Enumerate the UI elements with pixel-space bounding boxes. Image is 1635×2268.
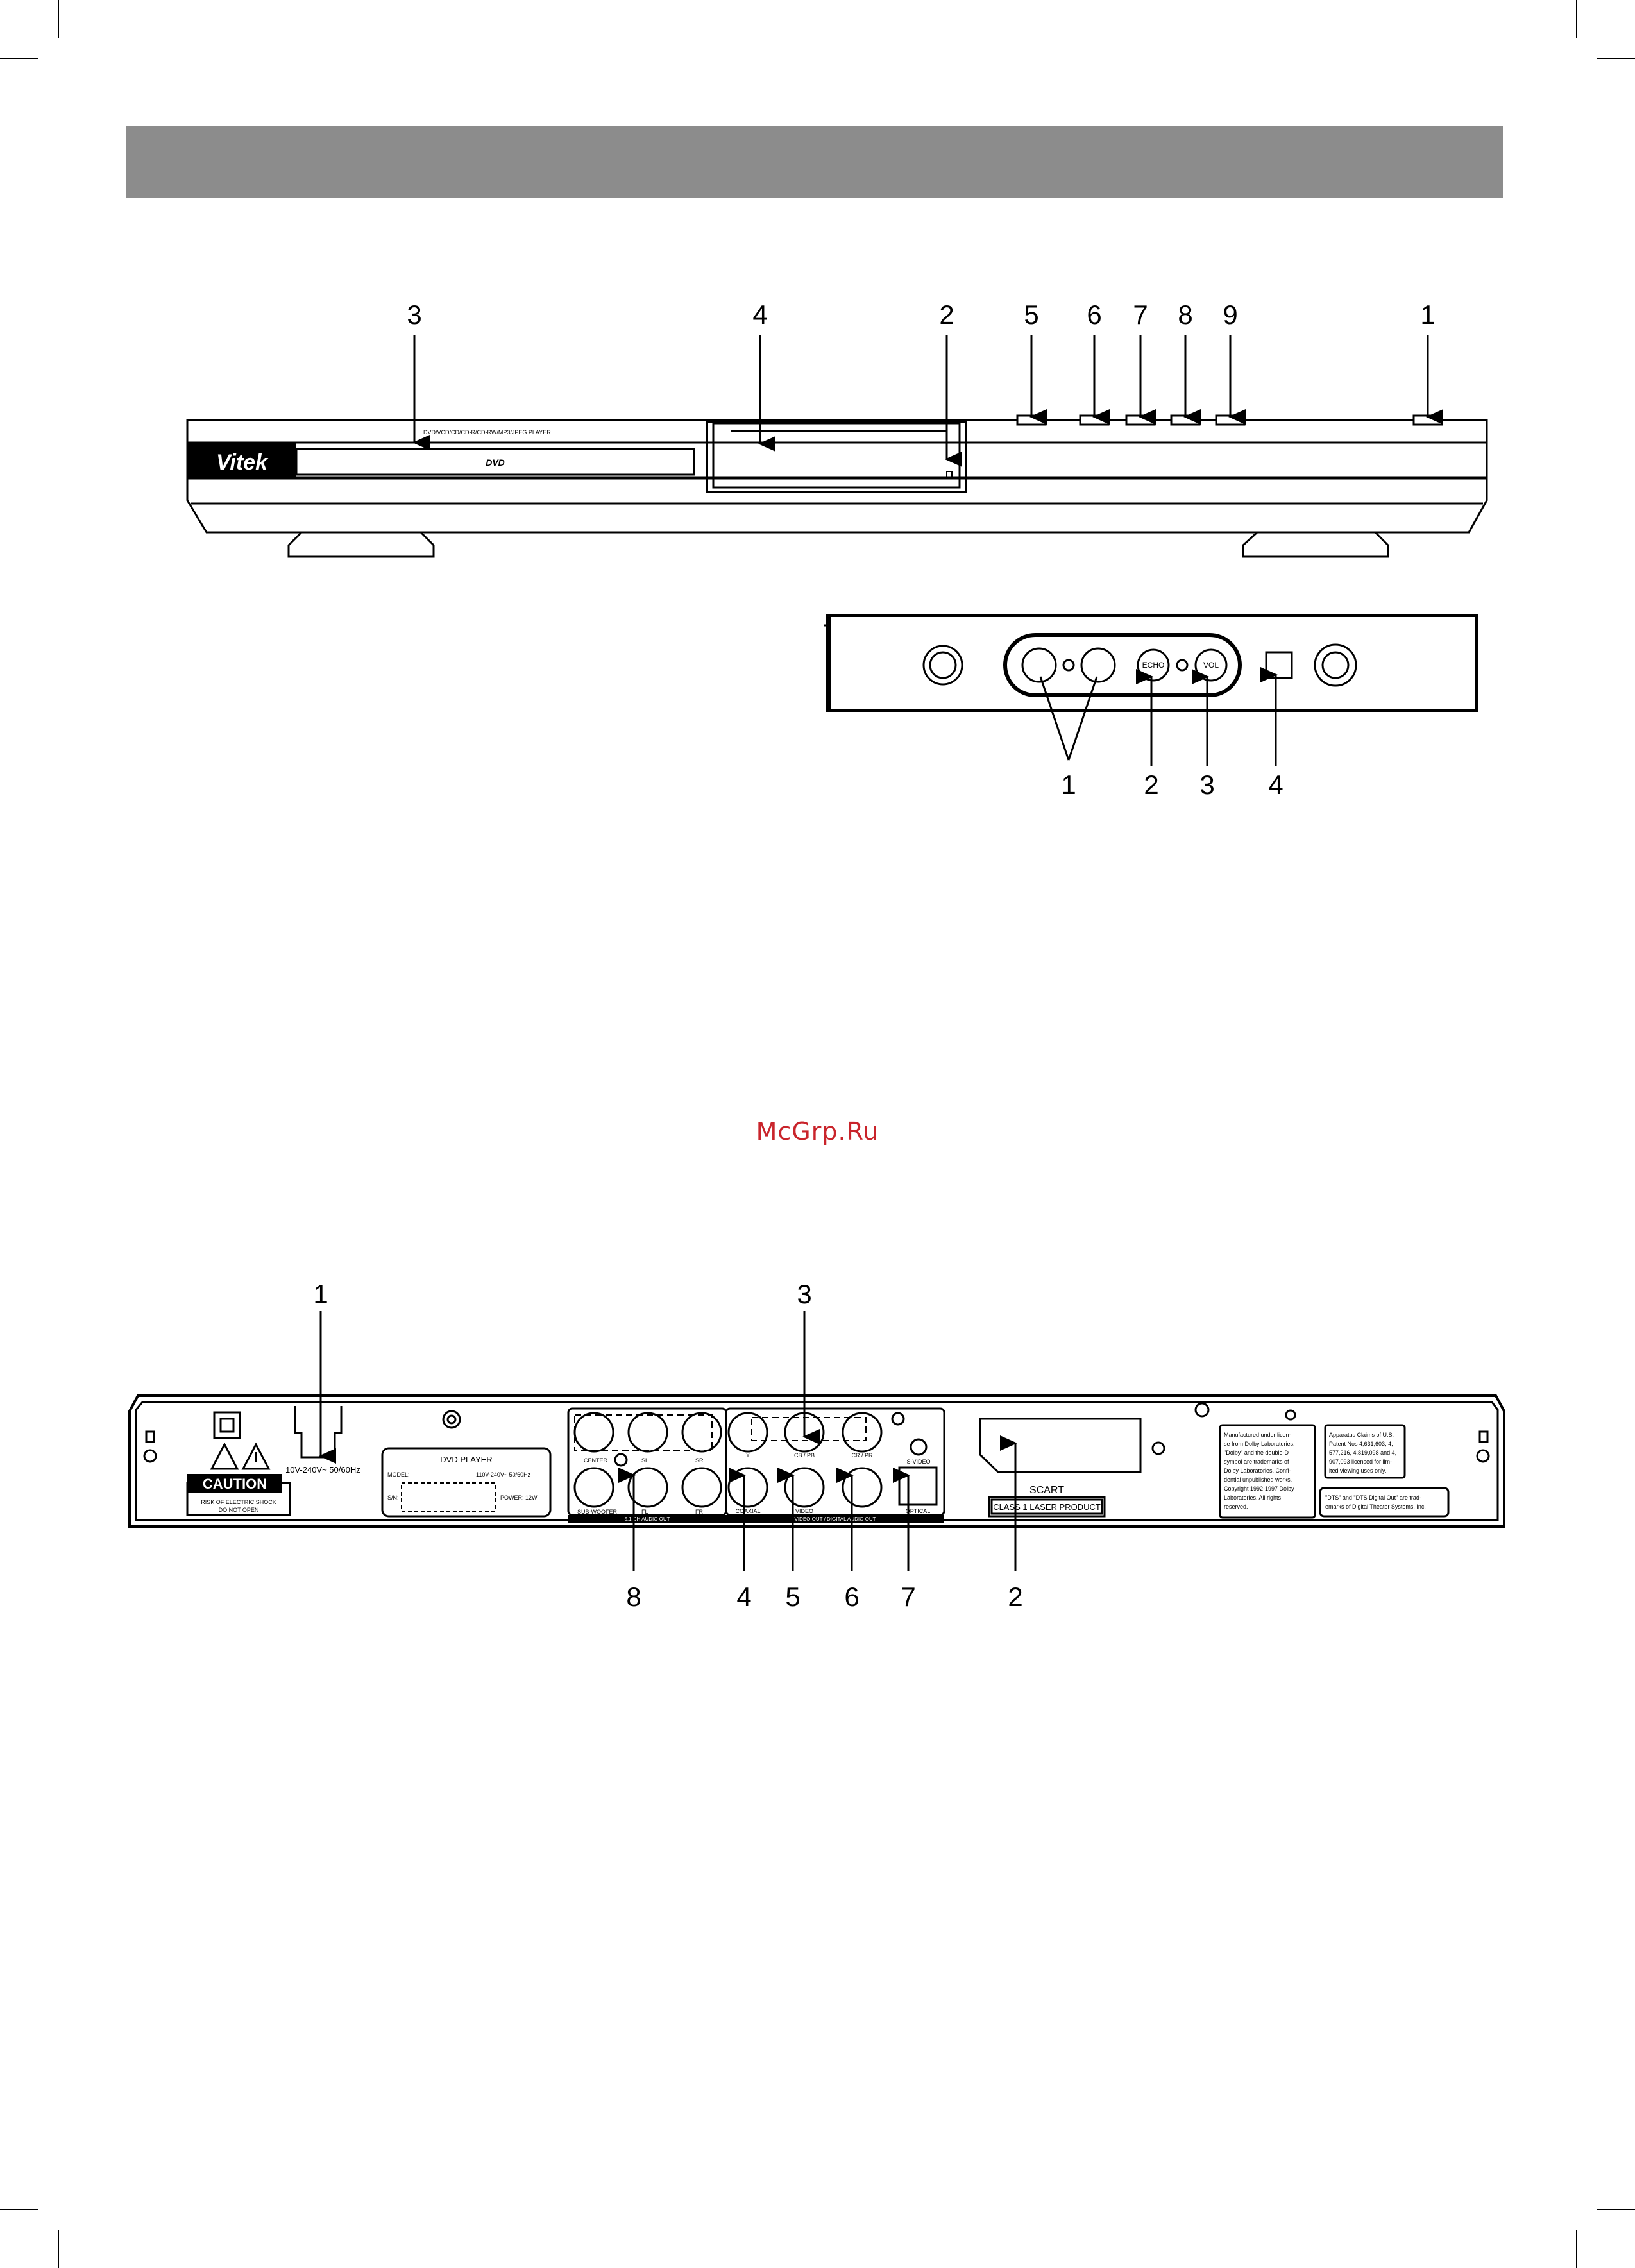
front-callout-number: 3	[407, 300, 421, 330]
jack-label: VIDEO	[795, 1508, 813, 1514]
front-callout-number: 6	[1087, 300, 1101, 330]
crop-mark	[1576, 0, 1577, 38]
rear-callout-lines	[319, 1311, 1017, 1571]
front-callout-number: 1	[1420, 300, 1435, 330]
rear-callout-number: 8	[626, 1582, 641, 1612]
rear-callout-number: 2	[1008, 1582, 1022, 1612]
front-callout-number: 4	[752, 300, 767, 330]
svg-text:"DTS" and "DTS Digital Out" ar: "DTS" and "DTS Digital Out" are trad-	[1325, 1494, 1421, 1501]
svg-text:577,216, 4,819,098 and 4,: 577,216, 4,819,098 and 4,	[1329, 1450, 1396, 1456]
jack-label: CR / PR	[851, 1452, 873, 1459]
rear-callout-number: 6	[844, 1582, 859, 1612]
rear-callout-number: 1	[313, 1279, 328, 1309]
jack-label: S-VIDEO	[906, 1459, 930, 1465]
rear-callout-number: 5	[785, 1582, 800, 1612]
rear-callouts: 1 3 8 4 5 6 7 2	[313, 1279, 1022, 1612]
scart-label: SCART	[1029, 1485, 1064, 1496]
jack-label: OPTICAL	[906, 1508, 931, 1514]
rear-panel	[128, 1394, 1505, 1528]
caution-plate	[187, 1474, 282, 1493]
svg-text:907,093 licensed for lim-: 907,093 licensed for lim-	[1329, 1459, 1392, 1465]
brand-logo: Vitek	[216, 450, 269, 475]
jack-label: SL	[641, 1457, 648, 1464]
svg-text:ited viewing uses only.: ited viewing uses only.	[1329, 1468, 1386, 1474]
shock-warning-line: DO NOT OPEN	[219, 1507, 259, 1513]
jack-label: SUB-WOOFER	[577, 1509, 617, 1515]
rear-callout-number: 3	[797, 1279, 811, 1309]
jack-label: Y	[746, 1452, 750, 1459]
vol-label: VOL	[1203, 661, 1219, 670]
rear-callout-number: 7	[901, 1582, 915, 1612]
format-line: DVD/VCD/CD/CD-R/CD-RW/MP3/JPEG PLAYER	[423, 429, 551, 436]
video-group-label: VIDEO OUT / DIGITAL AUDIO OUT	[795, 1516, 876, 1522]
svg-text:reserved.: reserved.	[1224, 1503, 1248, 1510]
jack-label: COAXIAL	[735, 1508, 760, 1514]
svg-text:Dolby Laboratories. Confi-: Dolby Laboratories. Confi-	[1224, 1468, 1291, 1474]
svg-text:Patent Nos 4,631,603, 4,: Patent Nos 4,631,603, 4,	[1329, 1441, 1393, 1447]
jack-label: FR	[695, 1509, 703, 1515]
audio-group-label: 5.1 CH AUDIO OUT	[624, 1516, 670, 1522]
svg-text:symbol are trademarks of: symbol are trademarks of	[1224, 1459, 1289, 1465]
plate-sn: S/N:	[387, 1494, 399, 1501]
jack-label: SR	[695, 1457, 704, 1464]
front-callout-number: 2	[939, 300, 954, 330]
plate-power: POWER: 12W	[500, 1494, 538, 1501]
front-callout-number: 7	[1133, 300, 1148, 330]
laser-label: CLASS 1 LASER PRODUCT	[993, 1502, 1101, 1512]
svg-text:Laboratories. All rights: Laboratories. All rights	[1224, 1494, 1282, 1501]
front-callouts: 3 4 2 5 6 7 8 9 1	[407, 300, 1435, 330]
jack-label: CB / PB	[794, 1452, 815, 1459]
svg-text:Copyright 1992-1997 Dolby: Copyright 1992-1997 Dolby	[1224, 1485, 1294, 1492]
plate-voltage: 110V-240V~ 50/60Hz	[476, 1471, 531, 1478]
karaoke-callout-number: 2	[1144, 770, 1158, 800]
eject-icon	[946, 471, 953, 478]
video-jack-labels: Y CB / PB CR / PR S-VIDEO COAXIAL VIDEO …	[735, 1452, 930, 1514]
header-banner	[126, 126, 1503, 198]
shock-warning-line: RISK OF ELECTRIC SHOCK	[201, 1499, 276, 1505]
karaoke-callout-number: 4	[1268, 770, 1283, 800]
front-panel	[186, 414, 1488, 558]
karaoke-callout-number: 1	[1061, 770, 1076, 800]
karaoke-callout-number: 3	[1199, 770, 1214, 800]
crop-mark	[1576, 2230, 1577, 2268]
crop-mark	[0, 2209, 38, 2210]
svg-text:Manufactured under licen-: Manufactured under licen-	[1224, 1432, 1291, 1438]
caution-label: CAUTION	[203, 1476, 267, 1492]
svg-text:emarks of Digital Theater Syst: emarks of Digital Theater Systems, Inc.	[1325, 1503, 1426, 1510]
dolby-notice: Manufactured under licen- se from Dolby …	[1224, 1432, 1295, 1510]
crop-mark	[1597, 58, 1635, 59]
echo-label: ECHO	[1142, 661, 1165, 670]
svg-text:Apparatus Claims of U.S.: Apparatus Claims of U.S.	[1329, 1432, 1394, 1438]
svg-text:se from Dolby Laboratories.: se from Dolby Laboratories.	[1224, 1441, 1295, 1447]
karaoke-callouts: 1 2 3 4	[1061, 770, 1283, 800]
jack-label: CENTER	[584, 1457, 608, 1464]
jack-label: FL	[641, 1509, 648, 1515]
plate-model: MODEL:	[387, 1471, 410, 1478]
crop-mark	[1597, 2209, 1635, 2210]
rear-callout-number: 4	[736, 1582, 751, 1612]
karaoke-panel	[824, 614, 1478, 712]
front-callout-number: 9	[1223, 300, 1237, 330]
patent-notice: Apparatus Claims of U.S. Patent Nos 4,63…	[1329, 1432, 1396, 1474]
front-callout-number: 8	[1178, 300, 1192, 330]
plate-title: DVD PLAYER	[440, 1455, 492, 1464]
svg-text:"Dolby" and the double-D: "Dolby" and the double-D	[1224, 1450, 1289, 1456]
audio-group-bar	[568, 1515, 726, 1523]
front-callout-number: 5	[1024, 300, 1038, 330]
crop-mark	[58, 0, 59, 38]
power-rating-label: 10V-240V~ 50/60Hz	[285, 1465, 360, 1475]
front-callout-lines	[412, 335, 1443, 467]
watermark-text: McGrp.Ru	[756, 1117, 879, 1146]
svg-text:dential unpublished works.: dential unpublished works.	[1224, 1477, 1292, 1483]
brand-plate	[187, 443, 296, 478]
crop-mark	[58, 2230, 59, 2268]
video-group-bar	[726, 1515, 944, 1523]
dts-notice: "DTS" and "DTS Digital Out" are trad- em…	[1325, 1494, 1426, 1510]
karaoke-callout-lines	[1039, 667, 1278, 766]
display-label: DVD	[486, 457, 505, 468]
audio-jack-labels: CENTER SL SR SUB-WOOFER FL FR	[577, 1457, 704, 1515]
crop-mark	[0, 58, 38, 59]
